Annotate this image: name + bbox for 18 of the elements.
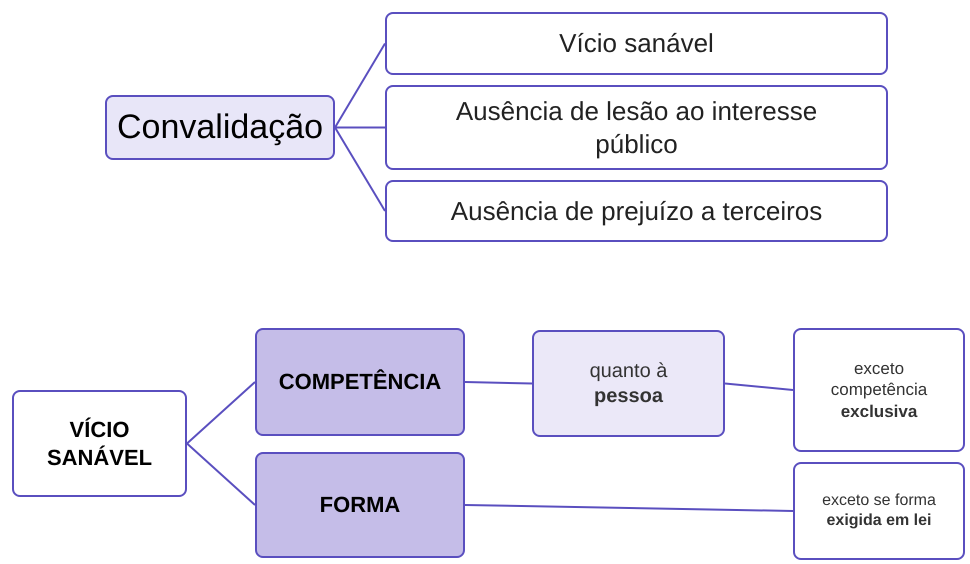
concept-box: FORMA — [255, 452, 465, 558]
connector-line — [464, 504, 794, 512]
concept-box: Convalidação — [105, 95, 335, 160]
connector-line — [186, 381, 256, 444]
connector-line — [335, 126, 385, 128]
concept-box: exceto competência exclusiva — [793, 328, 965, 452]
concept-box: COMPETÊNCIA — [255, 328, 465, 436]
connector-line — [724, 382, 794, 391]
concept-box: Ausência de prejuízo a terceiros — [385, 180, 888, 242]
connector-line — [334, 42, 386, 128]
concept-box: Ausência de lesão ao interesse público — [385, 85, 888, 170]
connector-line — [186, 442, 256, 506]
concept-box: VÍCIO SANÁVEL — [12, 390, 187, 497]
concept-box: exceto se forma exigida em lei — [793, 462, 965, 560]
connector-line — [464, 381, 532, 384]
concept-box: quanto à pessoa — [532, 330, 725, 437]
concept-box: Vício sanável — [385, 12, 888, 75]
connector-line — [334, 126, 386, 212]
